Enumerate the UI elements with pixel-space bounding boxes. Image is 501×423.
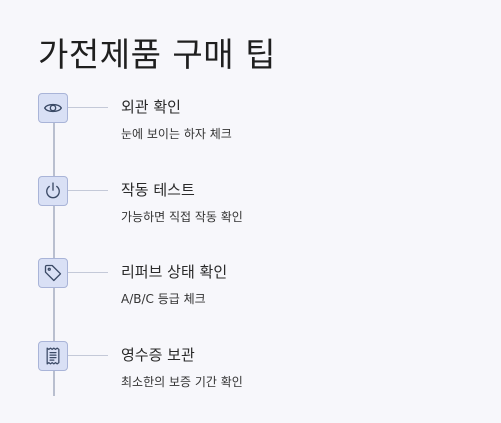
step-title: 외관 확인 bbox=[121, 98, 181, 116]
tag-icon bbox=[38, 258, 68, 288]
step-connector bbox=[68, 355, 108, 356]
step-connector bbox=[68, 272, 108, 273]
receipt-icon bbox=[38, 341, 68, 371]
step-description: 눈에 보이는 하자 체크 bbox=[121, 127, 232, 141]
step-description: 최소한의 보증 기간 확인 bbox=[121, 375, 243, 389]
page-title: 가전제품 구매 팁 bbox=[38, 35, 276, 74]
step-connector bbox=[68, 190, 108, 191]
step-title: 영수증 보관 bbox=[121, 346, 195, 364]
step-description: A/B/C 등급 체크 bbox=[121, 292, 206, 306]
step-operation-test: 작동 테스트 가능하면 직접 작동 확인 bbox=[0, 176, 501, 236]
timeline-line bbox=[53, 96, 55, 396]
step-inspect-exterior: 외관 확인 눈에 보이는 하자 체크 bbox=[0, 93, 501, 153]
step-description: 가능하면 직접 작동 확인 bbox=[121, 210, 243, 224]
step-keep-receipt: 영수증 보관 최소한의 보증 기간 확인 bbox=[0, 341, 501, 401]
step-connector bbox=[68, 107, 108, 108]
step-refurb-grade: 리퍼브 상태 확인 A/B/C 등급 체크 bbox=[0, 258, 501, 318]
power-icon bbox=[38, 176, 68, 206]
step-title: 리퍼브 상태 확인 bbox=[121, 263, 228, 281]
step-title: 작동 테스트 bbox=[121, 181, 195, 199]
eye-icon bbox=[38, 93, 68, 123]
